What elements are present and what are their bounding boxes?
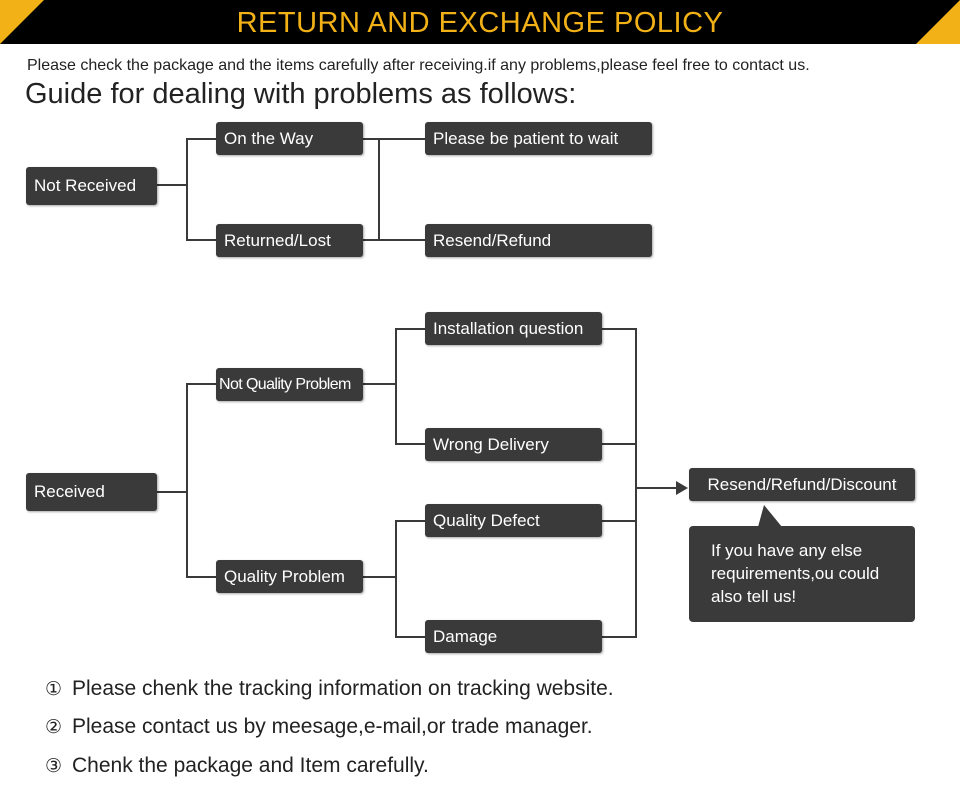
node-not-quality-problem: Not Quality Problem [216,368,363,401]
callout-line: requirements,ou could [711,564,880,583]
connector [602,636,637,638]
connector [157,491,188,493]
node-quality-problem: Quality Problem [216,560,363,593]
connector [362,383,397,385]
connector [395,636,426,638]
connector [602,328,637,330]
connector-arrow-shaft [635,487,677,489]
connector [362,138,426,140]
connector [186,239,216,241]
header-banner: RETURN AND EXCHANGE POLICY [0,0,960,44]
connector [395,328,397,445]
connector [395,328,426,330]
node-on-the-way: On the Way [216,122,363,155]
note-item: ② Please contact us by meesage,e-mail,or … [45,715,593,739]
node-wrong-delivery: Wrong Delivery [425,428,602,461]
node-damage: Damage [425,620,602,653]
connector [635,328,637,638]
note-text: Please chenk the tracking information on… [72,677,614,700]
connector [378,138,380,241]
callout-line: also tell us! [711,587,797,606]
note-item: ③ Chenk the package and Item carefully. [45,754,429,778]
callout-tail [758,505,782,527]
node-please-wait: Please be patient to wait [425,122,652,155]
node-resend-refund: Resend/Refund [425,224,652,257]
connector [395,520,426,522]
intro-text: Please check the package and the items c… [27,57,810,74]
connector [362,239,426,241]
connector [186,383,188,578]
banner-left-corner [0,0,44,44]
connector [602,520,637,522]
connector [395,520,397,638]
node-quality-defect: Quality Defect [425,504,602,537]
connector [395,443,426,445]
callout-bubble: If you have any else requirements,ou cou… [689,526,915,622]
connector [186,138,188,241]
callout-line: If you have any else [711,541,863,560]
node-received: Received [26,473,157,511]
banner-right-corner [916,0,960,44]
note-number: ② [45,716,63,738]
connector [362,576,397,578]
note-number: ① [45,678,63,700]
node-installation-question: Installation question [425,312,602,345]
connector [186,138,216,140]
page-title: RETURN AND EXCHANGE POLICY [236,7,724,39]
note-item: ① Please chenk the tracking information o… [45,677,614,701]
note-text: Please contact us by meesage,e-mail,or t… [72,715,593,738]
connector [157,184,188,186]
node-resend-refund-discount: Resend/Refund/Discount [689,468,915,501]
connector [186,383,216,385]
arrow-right-icon [676,481,688,495]
note-number: ③ [45,755,63,777]
note-text: Chenk the package and Item carefully. [72,754,429,777]
node-returned-lost: Returned/Lost [216,224,363,257]
connector [186,576,216,578]
node-not-received: Not Received [26,167,157,205]
guide-heading: Guide for dealing with problems as follo… [25,78,577,110]
connector [602,443,637,445]
